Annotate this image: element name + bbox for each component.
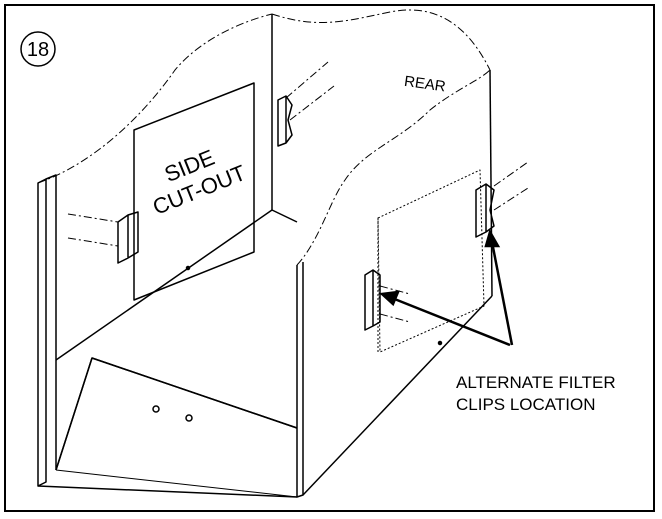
wall-dot	[437, 340, 443, 346]
left-wall-edge	[37, 178, 47, 487]
floor-left-edge	[55, 209, 273, 361]
base-panel-bottom	[55, 469, 298, 498]
side-cutout-label: SIDE CUT-OUT	[149, 145, 249, 220]
base-hole-2	[185, 414, 193, 422]
callout-line-1: ALTERNATE FILTER	[456, 373, 616, 392]
base-panel	[55, 357, 298, 471]
arrow-to-rear-clip	[490, 241, 514, 346]
figure-frame	[4, 4, 655, 512]
clip-right-leaders	[379, 285, 411, 323]
side-cutout-panel	[133, 82, 255, 301]
cabinet	[37, 9, 529, 498]
filter-clip-rear	[277, 95, 293, 147]
figure-number: 18	[27, 39, 49, 61]
clip-rear-leaders	[285, 61, 335, 121]
rear-label: REAR	[403, 73, 447, 96]
arrow-head-right-clip	[379, 290, 400, 307]
base-panel-left	[55, 357, 93, 471]
right-wall-top-edge	[296, 69, 491, 266]
callout-line-2: CLIPS LOCATION	[456, 395, 596, 414]
arrow-head-rear-clip	[484, 228, 501, 248]
panel-dot	[185, 265, 191, 271]
base-hole-1	[152, 405, 160, 413]
arrow-to-right-clip	[391, 296, 511, 347]
base-inner-edge	[91, 357, 298, 429]
left-wall-lip	[45, 174, 57, 470]
clip-rear-right-leaders	[493, 161, 529, 211]
filter-clip-left	[117, 211, 139, 264]
filter-clip-rear-right	[475, 183, 495, 238]
filter-clip-right	[364, 269, 381, 331]
rear-right-corner	[489, 69, 493, 297]
right-front-post	[296, 262, 304, 498]
badge-circle	[20, 31, 56, 67]
bottom-front-edge	[37, 485, 298, 498]
clip-left-leaders	[67, 213, 119, 247]
right-wall-bottom	[302, 295, 493, 496]
callout-arrows	[379, 228, 514, 347]
figure-number-badge: 18	[20, 31, 56, 67]
left-wall-top-edge	[37, 13, 273, 184]
rear-top-edge	[271, 9, 491, 71]
alt-filter-outline	[377, 169, 485, 353]
floor-rear-edge	[271, 209, 298, 223]
